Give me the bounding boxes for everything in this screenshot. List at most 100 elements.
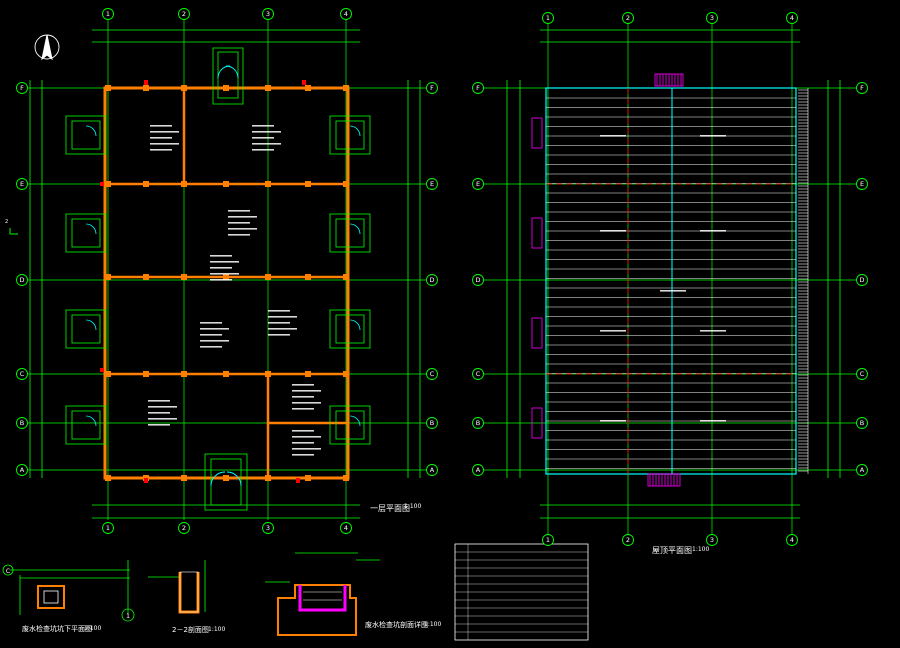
fp-col-axis-top: 2 bbox=[178, 8, 190, 20]
fp-row-axis-left-label: E bbox=[20, 180, 24, 188]
fp-row-axis-left-label: D bbox=[19, 276, 24, 284]
fp-row-axis-left: E bbox=[16, 178, 28, 190]
roof-plan bbox=[483, 20, 862, 540]
fp-col-axis-bottom: 3 bbox=[262, 522, 274, 534]
rp-col-axis-top: 3 bbox=[706, 12, 718, 24]
fp-row-axis-left: F bbox=[16, 82, 28, 94]
fp-row-axis-right: B bbox=[426, 417, 438, 429]
fp-row-axis-left: D bbox=[16, 274, 28, 286]
fp-row-axis-right: C bbox=[426, 368, 438, 380]
legend-table bbox=[454, 543, 589, 641]
rp-col-axis-top-label: 3 bbox=[710, 14, 714, 22]
pit-axis-left: C bbox=[6, 568, 10, 575]
floor-plan: 2 bbox=[5, 20, 432, 520]
fp-row-axis-right-label: D bbox=[429, 276, 434, 284]
roof-plan-title: 屋顶平面图 bbox=[652, 546, 692, 555]
fp-row-axis-left: C bbox=[16, 368, 28, 380]
floor-plan-title: 一层平面图 bbox=[370, 504, 410, 513]
rp-row-axis-left-label: A bbox=[476, 466, 481, 474]
rp-row-axis-left-label: E bbox=[476, 180, 480, 188]
rp-row-axis-left: F bbox=[472, 82, 484, 94]
fp-row-axis-right-label: F bbox=[430, 84, 434, 92]
fp-row-axis-right-label: E bbox=[430, 180, 434, 188]
rp-row-axis-right: C bbox=[856, 368, 868, 380]
section-mark-label: 2 bbox=[5, 219, 8, 225]
rp-col-axis-top: 1 bbox=[542, 12, 554, 24]
rp-row-axis-left: C bbox=[472, 368, 484, 380]
rp-row-axis-right-label: E bbox=[860, 180, 864, 188]
rp-row-axis-right: E bbox=[856, 178, 868, 190]
north-arrow-icon bbox=[34, 34, 60, 61]
rp-col-axis-bottom-label: 1 bbox=[546, 536, 550, 544]
rp-row-axis-right: A bbox=[856, 464, 868, 476]
rp-col-axis-bottom: 1 bbox=[542, 534, 554, 546]
fp-col-axis-top-label: 4 bbox=[344, 10, 348, 18]
fp-col-axis-top: 4 bbox=[340, 8, 352, 20]
fp-row-axis-right: D bbox=[426, 274, 438, 286]
pit-section-detail bbox=[265, 552, 380, 636]
fp-col-axis-bottom-label: 1 bbox=[106, 524, 110, 532]
fp-col-axis-bottom-label: 4 bbox=[344, 524, 348, 532]
rp-row-axis-right-label: B bbox=[860, 419, 864, 427]
fp-row-axis-right-label: A bbox=[430, 466, 435, 474]
fp-row-axis-left-label: B bbox=[20, 419, 24, 427]
rp-col-axis-bottom: 2 bbox=[622, 534, 634, 546]
fp-row-axis-right: A bbox=[426, 464, 438, 476]
fp-row-axis-right-label: C bbox=[430, 370, 435, 378]
fp-col-axis-bottom-label: 2 bbox=[182, 524, 186, 532]
rp-row-axis-left: E bbox=[472, 178, 484, 190]
pit-plan-detail: 1 C bbox=[2, 560, 135, 622]
rp-col-axis-bottom-label: 3 bbox=[710, 536, 714, 544]
pit-plan-title: 废水检查坑坑下平面图 bbox=[22, 625, 92, 633]
detail-title: 废水检查坑剖面详图 bbox=[365, 621, 428, 629]
rp-row-axis-right: B bbox=[856, 417, 868, 429]
fp-row-axis-left-label: C bbox=[20, 370, 25, 378]
rp-row-axis-right-label: F bbox=[860, 84, 864, 92]
rp-row-axis-right: D bbox=[856, 274, 868, 286]
rp-row-axis-right: F bbox=[856, 82, 868, 94]
fp-row-axis-right: F bbox=[426, 82, 438, 94]
pit-axis-bottom: 1 bbox=[126, 613, 130, 620]
rp-col-axis-top: 4 bbox=[786, 12, 798, 24]
fp-col-axis-top-label: 2 bbox=[182, 10, 186, 18]
rp-row-axis-right-label: C bbox=[860, 370, 865, 378]
rp-col-axis-top-label: 2 bbox=[626, 14, 630, 22]
section-scale: 1:100 bbox=[208, 626, 226, 633]
fp-col-axis-top-label: 1 bbox=[106, 10, 110, 18]
fp-col-axis-bottom: 1 bbox=[102, 522, 114, 534]
fp-row-axis-left: A bbox=[16, 464, 28, 476]
rp-col-axis-bottom: 3 bbox=[706, 534, 718, 546]
fp-row-axis-right: E bbox=[426, 178, 438, 190]
fp-col-axis-top: 1 bbox=[102, 8, 114, 20]
fp-col-axis-bottom: 4 bbox=[340, 522, 352, 534]
rp-row-axis-right-label: D bbox=[859, 276, 864, 284]
fp-row-axis-right-label: B bbox=[430, 419, 434, 427]
fp-col-axis-bottom: 2 bbox=[178, 522, 190, 534]
fp-col-axis-bottom-label: 3 bbox=[266, 524, 270, 532]
rp-col-axis-bottom-label: 2 bbox=[626, 536, 630, 544]
section-title: 2－2剖面图 bbox=[172, 626, 209, 634]
section-2-2-detail bbox=[148, 560, 206, 614]
rp-col-axis-top-label: 4 bbox=[790, 14, 794, 22]
rp-row-axis-left-label: C bbox=[476, 370, 481, 378]
rp-row-axis-left-label: D bbox=[475, 276, 480, 284]
fp-col-axis-top-label: 3 bbox=[266, 10, 270, 18]
roof-plan-scale: 1:100 bbox=[692, 546, 710, 553]
rp-col-axis-bottom-label: 4 bbox=[790, 536, 794, 544]
rp-col-axis-top: 2 bbox=[622, 12, 634, 24]
rp-col-axis-top-label: 1 bbox=[546, 14, 550, 22]
fp-col-axis-top: 3 bbox=[262, 8, 274, 20]
rp-row-axis-left: B bbox=[472, 417, 484, 429]
rp-row-axis-left: A bbox=[472, 464, 484, 476]
floor-plan-scale: 1:100 bbox=[404, 503, 422, 510]
rp-row-axis-left-label: B bbox=[476, 419, 480, 427]
rp-row-axis-right-label: A bbox=[860, 466, 865, 474]
detail-scale: 1:100 bbox=[424, 621, 442, 628]
fp-row-axis-left-label: A bbox=[20, 466, 25, 474]
pit-plan-scale: 1:100 bbox=[84, 625, 102, 632]
fp-row-axis-left-label: F bbox=[20, 84, 24, 92]
rp-row-axis-left-label: F bbox=[476, 84, 480, 92]
rp-row-axis-left: D bbox=[472, 274, 484, 286]
fp-row-axis-left: B bbox=[16, 417, 28, 429]
